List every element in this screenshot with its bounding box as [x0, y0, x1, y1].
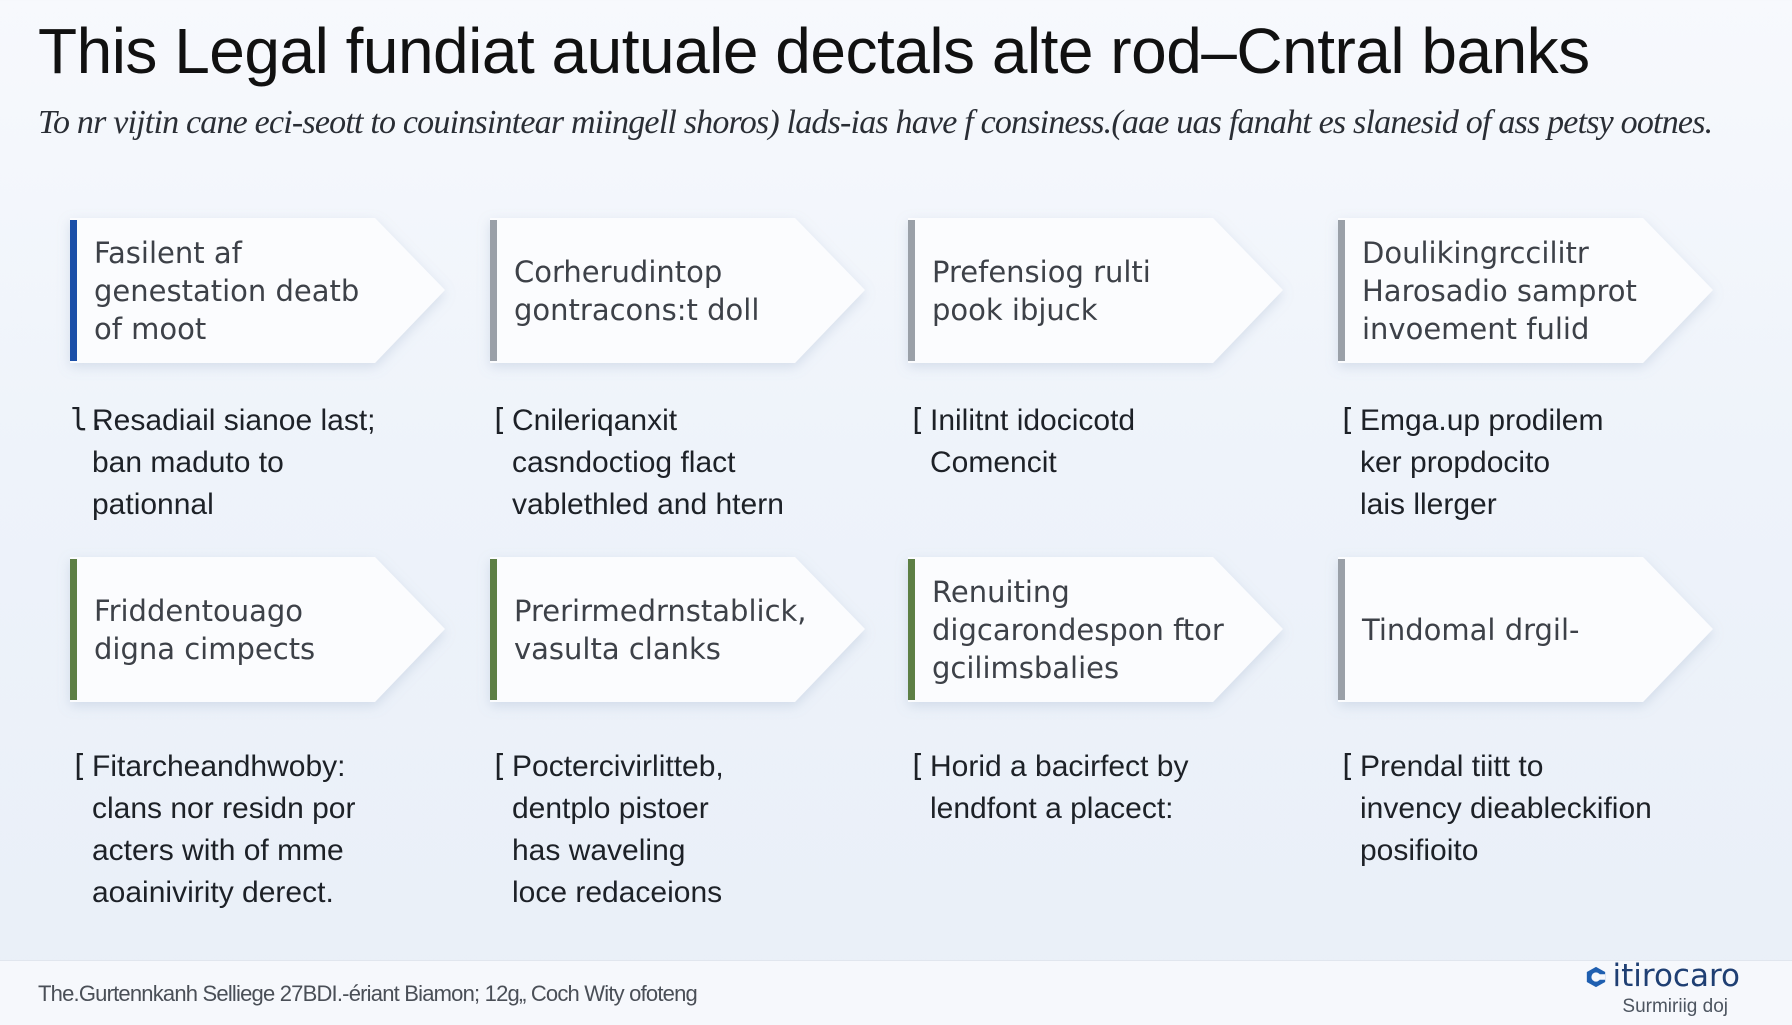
card-accent-bar	[1338, 559, 1345, 700]
card-label: Prerirmedrnstablick, vasulta clanks	[514, 593, 807, 666]
description-text: Prendal tiitt to invency dieableckifion …	[1360, 750, 1652, 867]
hex-logo-icon	[1586, 966, 1605, 988]
card-accent-bar	[70, 559, 77, 700]
description-text: Cnileriqanxit casndoctiog flact vablethl…	[512, 404, 784, 521]
bracket-marker: [	[908, 403, 927, 438]
step-card: Friddentouago digna cimpects	[70, 557, 450, 702]
bracket-marker: [	[1338, 403, 1357, 438]
step-card: Prerirmedrnstablick, vasulta clanks	[490, 557, 870, 702]
card-accent-bar	[908, 559, 915, 700]
description-text: Resadiail sianoe last; ban maduto to pat…	[92, 404, 376, 521]
footer: The.Gurtennkanh Selliege 27BDI.-ériant B…	[0, 960, 1792, 1025]
arrow-shape	[490, 557, 865, 702]
arrow-shape	[490, 218, 865, 363]
bracket-marker: [	[490, 403, 509, 438]
card-label: Fasilent af genestation deatb of moot	[94, 235, 360, 346]
card-accent-bar	[490, 220, 497, 361]
page-title: This Legal fundiat autuale dectals alte …	[38, 15, 1590, 87]
step-card: Corherudintop gontracons:t doll	[490, 218, 870, 363]
bracket-marker: [	[490, 749, 509, 784]
page-subtitle: To nr vijtin cane eci-seott to couinsint…	[38, 104, 1713, 141]
description-text: Emga.up prodilem ker propdocito lais lle…	[1360, 404, 1604, 521]
card-label: Prefensiog rulti pook ibjuck	[932, 254, 1151, 327]
bracket-marker: [	[1338, 749, 1357, 784]
card-label: Tindomal drgil-	[1362, 612, 1580, 647]
description-text: Fitarcheandhwoby: clans nor residn por a…	[92, 750, 356, 909]
card-label: Renuiting digcarondespon ftor gcilimsbal…	[932, 574, 1224, 685]
card-accent-bar	[1338, 220, 1345, 361]
step-card: Prefensiog rulti pook ibjuck	[908, 218, 1288, 363]
card-accent-bar	[908, 220, 915, 361]
brand-name: itirocaro	[1612, 958, 1740, 994]
description-text: Inilitnt idocicotd Comencit	[930, 404, 1136, 479]
arrow-shape	[70, 218, 445, 363]
arrow-shape	[1338, 557, 1713, 702]
brand-block: itirocaro Surmiriig doj	[1520, 958, 1740, 1018]
step-card: Tindomal drgil-	[1338, 557, 1718, 702]
arrow-shape	[908, 218, 1283, 363]
arrow-shape	[908, 557, 1283, 702]
step-card: Fasilent af genestation deatb of moot	[70, 218, 450, 363]
card-label: Corherudintop gontracons:t doll	[514, 254, 760, 327]
arrow-shape	[70, 557, 445, 702]
description-text: Poctercivirlitteb, dentplo pistoer has w…	[512, 750, 724, 909]
step-card: Renuiting digcarondespon ftor gcilimsbal…	[908, 557, 1288, 702]
brand-logo: itirocaro	[1520, 958, 1740, 994]
step-card: Doulikingrccilitr Harosadio samprot invo…	[1338, 218, 1718, 363]
card-accent-bar	[490, 559, 497, 700]
description-text: Horid a bacirfect by lendfont a placect:	[930, 750, 1189, 825]
bracket-marker: l.	[70, 403, 107, 438]
bracket-marker: [	[908, 749, 927, 784]
card-accent-bar	[70, 220, 77, 361]
footer-note: The.Gurtennkanh Selliege 27BDI.-ériant B…	[38, 981, 698, 1006]
card-label: Doulikingrccilitr Harosadio samprot invo…	[1362, 235, 1637, 346]
bracket-marker: [	[70, 749, 89, 784]
card-label: Friddentouago digna cimpects	[94, 593, 316, 666]
brand-tagline: Surmiriig doj	[1622, 996, 1728, 1017]
arrow-shape	[1338, 218, 1713, 363]
